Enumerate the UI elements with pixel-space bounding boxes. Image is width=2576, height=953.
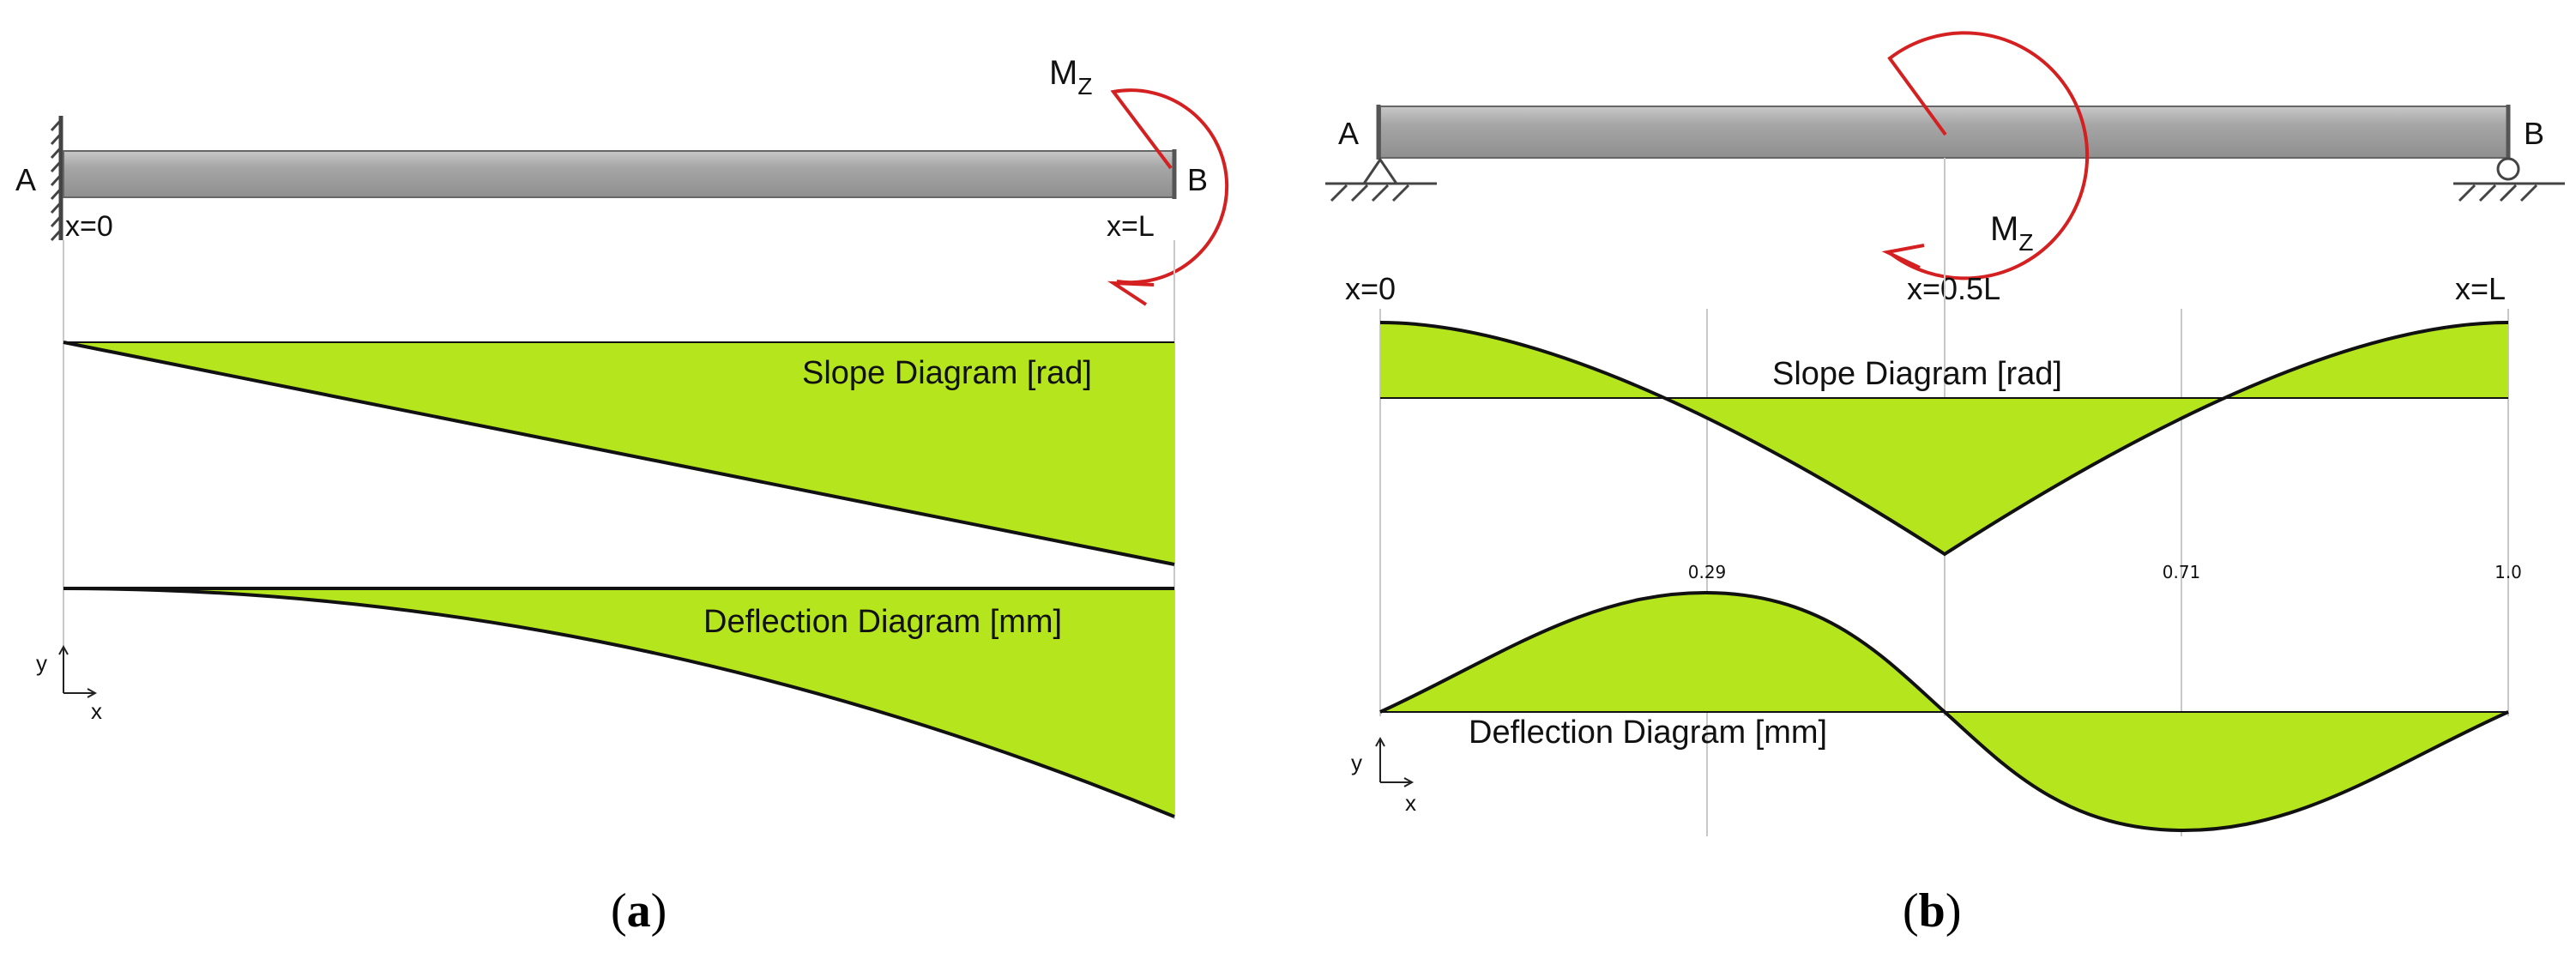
fixed-support-icon [50,116,63,242]
x-start-label: x=0 [65,210,113,243]
deflection-curve [1379,590,2509,833]
tick-0-71: 0.71 [2163,562,2201,582]
panel-a: A B x=0 x=L MZ Slope Diagram [rad] Defle… [15,54,1229,938]
deflection-diagram-area [63,588,1174,817]
moment-label: MZ [1049,54,1092,100]
x-end-label: x=L [1107,210,1155,243]
hatch-mark [50,118,63,132]
axis-y-label: y [36,650,47,676]
hatch-mark [50,201,63,214]
axis-x-label: x [1405,790,1416,816]
hatch-mark [1350,184,1369,202]
roller-support-icon [2453,157,2565,202]
axis-y-label: y [1351,750,1362,775]
deflection-diagram-area [1380,592,2508,831]
caption-b: (b) [1903,884,1961,938]
hatch-mark [2499,184,2518,202]
point-a-label: A [1338,116,1359,151]
x-mid-label: x=0.5L [1907,271,2000,306]
hatch-mark [50,160,63,173]
hatch-mark [50,187,63,201]
moment-label: MZ [1990,210,2033,256]
axis-x-label: x [91,698,102,724]
beam-a [63,150,1175,198]
tick-1-0: 1.0 [2495,562,2522,582]
hatch-mark [2519,184,2538,202]
moment-arrow-icon [1881,31,2090,280]
pin-support-icon [1325,157,1437,202]
deflection-diagram-title: Deflection Diagram [mm] [703,604,1062,640]
slope-curve [1379,321,2509,557]
point-a-label: A [15,162,36,197]
x-end-label: x=L [2455,271,2506,306]
panel-b: A B MZ x=0 x=0.5L x=L Slope Diagram [rad… [1325,31,2565,938]
slope-diagram-title: Slope Diagram [rad] [802,355,1092,391]
hatch-mark [2458,184,2476,202]
hatch-mark [50,214,63,228]
hatch-mark [1330,184,1348,202]
x-start-label: x=0 [1345,271,1396,306]
hatch-mark [1391,184,1410,202]
deflection-curve [63,587,1175,818]
point-b-label: B [2524,116,2544,151]
hatch-mark [50,173,63,187]
axis-indicator-icon [1375,736,1415,787]
point-b-label: B [1187,162,1208,197]
tick-0-29: 0.29 [1688,562,1727,582]
caption-a: (a) [611,884,667,938]
moment-arrow-icon [1107,88,1229,306]
hatch-mark [50,228,63,242]
deflection-diagram-title: Deflection Diagram [mm] [1469,715,1827,751]
axis-indicator-icon [58,644,98,698]
slope-diagram-area [1380,323,2508,554]
slope-curve [63,341,1175,566]
slope-diagram-title: Slope Diagram [rad] [1772,356,2062,392]
hatch-mark [2478,184,2497,202]
hatch-mark [1371,184,1390,202]
hatch-mark [50,146,63,160]
hatch-mark [50,132,63,146]
